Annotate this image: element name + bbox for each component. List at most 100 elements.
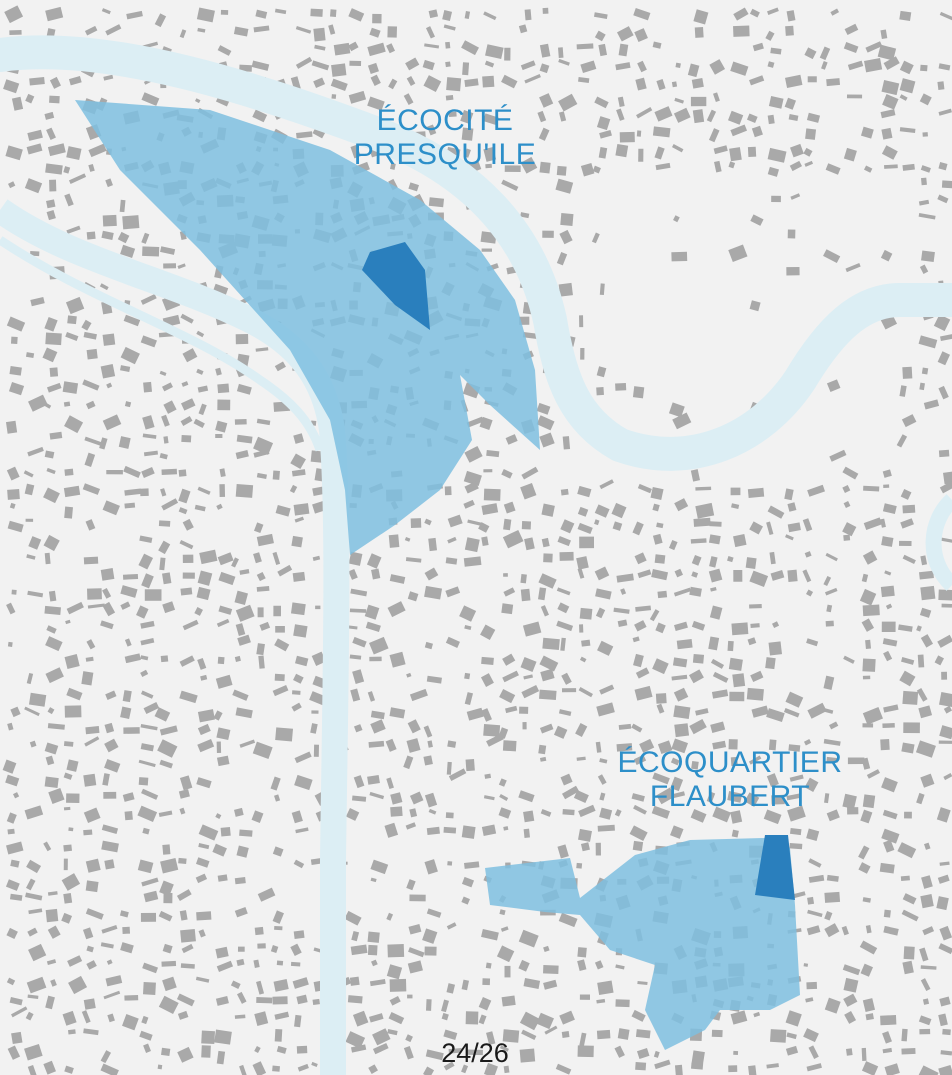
building-footprint [384,822,399,838]
building-footprint [923,399,940,410]
building-footprint [787,502,797,512]
building-footprint [465,759,475,772]
building-footprint [899,670,916,687]
building-footprint [141,877,159,887]
building-footprint [157,739,178,758]
building-footprint [674,568,683,578]
building-footprint [706,109,717,123]
building-footprint [728,739,738,750]
building-footprint [314,44,326,51]
building-footprint [291,469,306,477]
building-footprint [428,197,445,208]
building-footprint [10,706,21,718]
district-label-line: ÉCOCITÉ [376,104,514,137]
building-footprint [824,911,833,921]
building-footprint [559,551,574,561]
building-footprint [253,552,262,564]
building-footprint [671,738,689,754]
building-footprint [523,810,535,823]
building-footprint [767,505,785,519]
building-footprint [123,727,140,734]
building-footprint [691,554,702,566]
building-footprint [295,655,309,667]
building-footprint [61,873,81,891]
building-footprint [939,11,952,21]
building-footprint [558,912,578,928]
building-footprint [632,636,640,643]
building-footprint [768,739,777,751]
building-footprint [141,788,159,800]
building-footprint [903,722,920,734]
building-footprint [44,552,51,565]
building-footprint [161,960,177,967]
building-footprint [85,400,96,410]
building-footprint [598,43,608,57]
building-footprint [274,638,290,652]
building-footprint [5,145,23,161]
building-footprint [178,469,187,477]
building-footprint [237,946,245,952]
building-footprint [637,483,652,494]
building-footprint [938,108,952,116]
building-footprint [100,1050,112,1064]
building-footprint [730,810,743,824]
building-footprint [257,887,276,902]
building-footprint [140,335,157,348]
building-footprint [675,62,681,68]
building-footprint [770,47,782,55]
building-footprint [119,199,126,213]
building-footprint [103,74,114,81]
building-footprint [902,960,914,975]
building-footprint [162,943,173,954]
building-footprint [161,414,170,427]
building-footprint [673,687,689,702]
building-footprint [292,977,309,989]
building-footprint [807,702,827,719]
building-footprint [143,1043,151,1053]
building-footprint [367,96,385,111]
building-footprint [539,161,551,174]
building-footprint [422,928,438,944]
building-footprint [66,146,82,161]
building-footprint [387,26,398,38]
building-footprint [102,414,122,431]
building-footprint [461,979,470,991]
building-footprint [747,146,757,158]
building-footprint [804,160,814,167]
building-footprint [690,96,707,107]
building-footprint [294,751,312,764]
building-footprint [45,995,55,1010]
building-footprint [66,793,80,803]
building-footprint [502,740,517,752]
building-footprint [883,925,899,936]
building-footprint [9,893,23,901]
building-footprint [501,179,519,192]
building-footprint [464,537,480,553]
building-footprint [143,381,152,393]
building-footprint [577,485,592,498]
building-footprint [786,1032,797,1040]
building-footprint [84,736,100,747]
building-footprint [272,1065,280,1072]
building-footprint [596,998,606,1004]
building-footprint [215,367,222,376]
building-footprint [916,688,928,702]
building-footprint [713,145,728,155]
building-footprint [348,41,359,52]
building-footprint [862,658,876,672]
building-footprint [634,28,648,43]
building-footprint [483,724,501,737]
building-footprint [463,499,475,509]
building-footprint [843,977,859,993]
page-indicator: 24/26 [441,1038,509,1068]
building-footprint [691,571,699,578]
building-footprint [215,434,223,438]
building-footprint [67,315,77,325]
building-footprint [312,127,326,139]
building-footprint [865,925,872,934]
building-footprint [823,738,841,746]
building-footprint [580,842,590,852]
building-footprint [883,56,900,70]
building-footprint [709,605,723,620]
building-footprint [122,573,139,580]
